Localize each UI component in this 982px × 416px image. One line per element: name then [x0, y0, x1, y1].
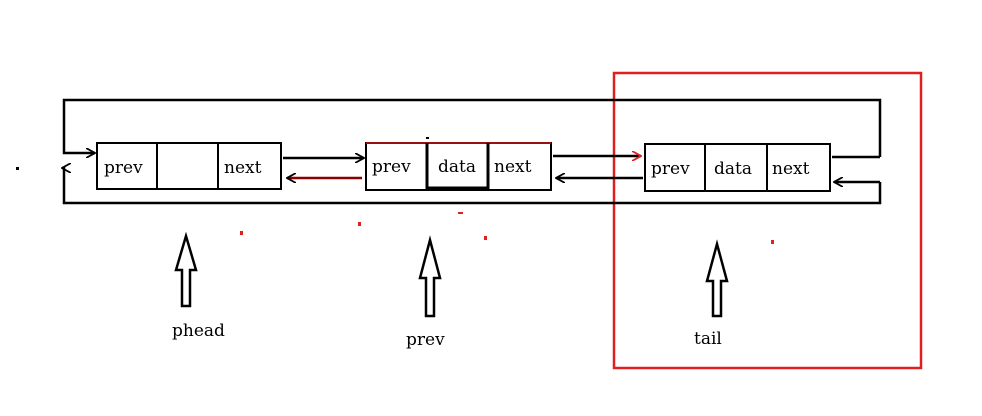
stray-dot — [771, 240, 774, 244]
node-3-prev-label: prev — [651, 159, 690, 179]
circular-link-top — [62, 98, 882, 157]
phead-arrow-icon — [174, 231, 198, 308]
stray-dot — [16, 167, 19, 170]
stray-dot — [484, 236, 487, 240]
node-1: prev next — [96, 142, 282, 190]
node-3-next-label: next — [772, 159, 810, 179]
phead-label: phead — [172, 321, 225, 341]
tail-arrow-icon — [705, 239, 729, 318]
node-2-data-label: data — [438, 157, 476, 177]
node-1-prev-label: prev — [104, 158, 143, 178]
tail-label: tail — [694, 329, 722, 349]
stray-dot — [426, 137, 429, 139]
stray-dot — [358, 222, 361, 226]
node-3: prev data next — [644, 143, 831, 192]
node-2-next-label: next — [494, 157, 532, 177]
prev-pointer-label: prev — [406, 330, 445, 350]
stray-dot — [240, 231, 243, 235]
node-2-prev-label: prev — [372, 157, 411, 177]
node-3-data-label: data — [714, 159, 752, 179]
node-2: prev data next — [365, 142, 552, 191]
tail-highlight-box — [612, 71, 923, 370]
circular-link-bottom — [62, 168, 882, 205]
prev-arrow-icon — [418, 235, 442, 318]
node-1-next-label: next — [224, 158, 262, 178]
stray-dot — [458, 212, 463, 214]
